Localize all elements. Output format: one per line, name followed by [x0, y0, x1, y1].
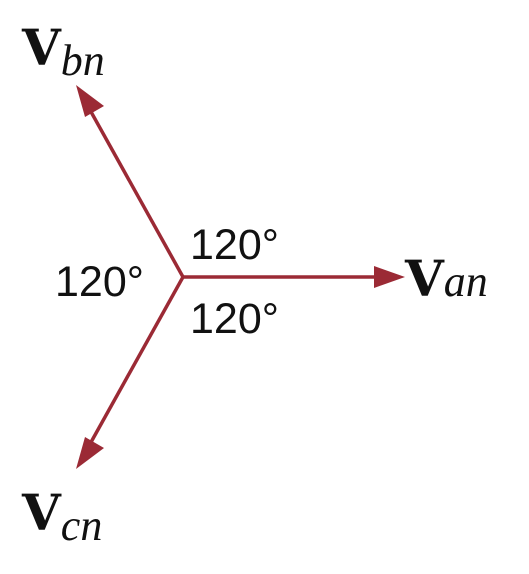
phasor-bn-shaft — [88, 109, 185, 278]
phasor-bn-label: Vbn — [21, 18, 105, 85]
phasor-cn-label: Vcn — [21, 483, 102, 550]
phasor-an-label: Van — [404, 249, 488, 308]
phasor-an-arrowhead — [374, 266, 405, 288]
phasor-bn-arrowhead — [76, 85, 104, 117]
angle-label-bottom: 120° — [190, 295, 279, 343]
angle-label-top: 120° — [190, 221, 279, 269]
phasor-cn-shaft — [88, 276, 185, 445]
phasor-arrows — [76, 85, 405, 469]
angle-label-left: 120° — [55, 258, 144, 306]
phasor-cn-arrowhead — [76, 437, 104, 469]
